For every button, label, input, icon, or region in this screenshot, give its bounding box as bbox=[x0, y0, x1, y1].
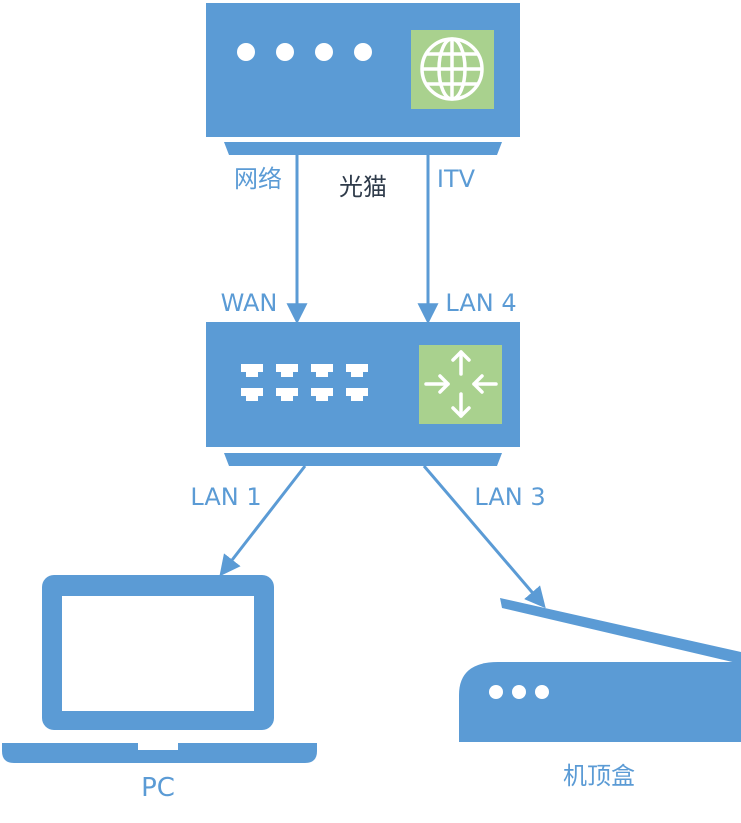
router-base bbox=[224, 453, 502, 466]
router-port-wan-label: WAN bbox=[221, 289, 278, 317]
set-top-box-icon bbox=[459, 598, 741, 742]
stb-antenna bbox=[500, 598, 741, 664]
ethernet-port-icon bbox=[346, 388, 368, 401]
pc-laptop-icon bbox=[2, 575, 317, 763]
globe-icon bbox=[420, 37, 484, 101]
modem-led-3 bbox=[315, 43, 333, 61]
modem-name-label: 光猫 bbox=[339, 173, 387, 201]
ethernet-port-icon bbox=[276, 388, 298, 401]
modem-led-1 bbox=[237, 43, 255, 61]
stb-name-label: 机顶盒 bbox=[563, 762, 635, 790]
link-lan1-to-pc bbox=[219, 465, 307, 577]
router-port-lan4-label: LAN 4 bbox=[445, 289, 516, 317]
laptop-screen bbox=[62, 596, 254, 711]
laptop-base bbox=[2, 743, 317, 763]
stb-body bbox=[459, 662, 741, 742]
modem-device bbox=[206, 3, 520, 155]
router-port-lan3-label: LAN 3 bbox=[474, 483, 545, 511]
modem-base bbox=[224, 142, 502, 155]
modem-port-net-label: 网络 bbox=[234, 165, 282, 193]
ethernet-port-icon bbox=[276, 364, 298, 377]
router-ethernet-ports bbox=[241, 364, 368, 401]
modem-led-2 bbox=[276, 43, 294, 61]
ethernet-port-icon bbox=[311, 364, 333, 377]
ethernet-port-icon bbox=[311, 388, 333, 401]
router-device bbox=[206, 322, 520, 466]
laptop-notch bbox=[138, 743, 178, 750]
ethernet-port-icon bbox=[241, 364, 263, 377]
link-lan3-to-stb bbox=[422, 465, 546, 609]
stb-led-1 bbox=[489, 685, 503, 699]
modem-port-itv-label: ITV bbox=[437, 165, 476, 193]
router-port-lan1-label: LAN 1 bbox=[190, 483, 261, 511]
stb-led-2 bbox=[512, 685, 526, 699]
ethernet-port-icon bbox=[241, 388, 263, 401]
ethernet-port-icon bbox=[346, 364, 368, 377]
pc-name-label: PC bbox=[141, 773, 175, 803]
modem-led-4 bbox=[354, 43, 372, 61]
four-way-arrows-icon bbox=[424, 350, 498, 418]
stb-led-3 bbox=[535, 685, 549, 699]
